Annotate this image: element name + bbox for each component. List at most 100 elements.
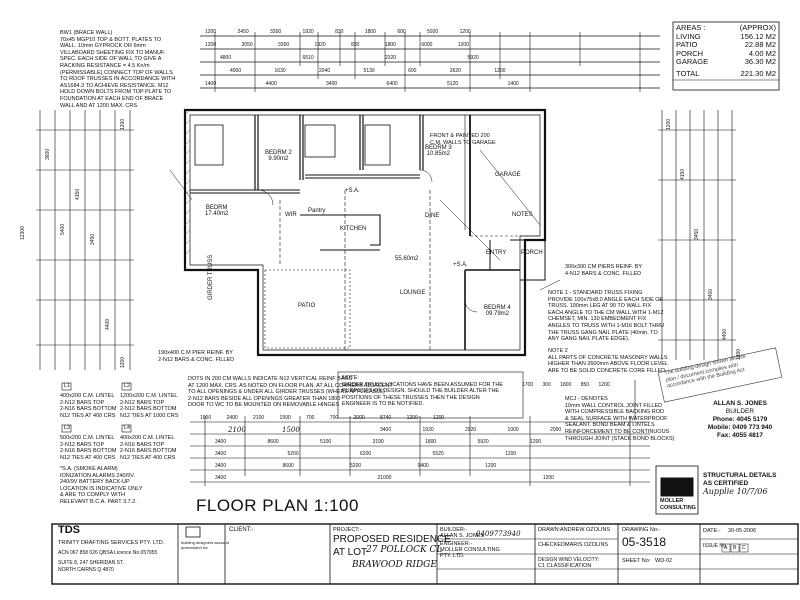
room-wir: WIR — [285, 212, 297, 218]
lintel-spec: 400x200 C.M. LINTEL 2-N16 BARS TOP 2-N16… — [120, 435, 177, 461]
drawing-title: FLOOR PLAN 1:100 — [196, 496, 359, 515]
issue-a: A — [724, 545, 728, 551]
girder-truss-note: NOTE: GIRDER TRUSS LOCATIONS HAVE BEEN A… — [342, 375, 503, 408]
top-dim-row-4: 4000 1630 2040 5130 600 3620 1200 — [230, 68, 506, 74]
handwritten-dim: 2100 — [228, 426, 246, 434]
notes-ref: NOTES — [512, 212, 533, 218]
room-pantry: Pantry — [308, 208, 326, 214]
left-dim-total: 12300 — [20, 226, 26, 240]
lot-handwritten: 27 POLLOCK CL — [366, 545, 443, 555]
top-dim-row-1: 1200 2450 3300 1920 830 1800 600 5920 12… — [205, 29, 471, 35]
smoke-alarm-note: *S.A. (SMOKE ALARM) IONIZATION ALARMS 24… — [60, 466, 143, 505]
room-porch: PORCH — [521, 250, 543, 256]
painted-walls-note: FRONT & PAINTED 200 C.M. WALLS TO GARAGE — [430, 133, 496, 146]
bw1-note: BW1 (BRACE WALL) 70x45 MGP10 TOP & BOTT.… — [60, 30, 176, 109]
sheet-value: WD-02 — [655, 558, 673, 564]
checked-label: CHECKED:- — [538, 542, 569, 548]
room-garage: GARAGE — [495, 172, 521, 178]
bottom-dim-side: 1700 300 1800 850 1200 — [522, 382, 610, 388]
left-dim: 1200 — [120, 118, 126, 130]
drawing-no-label: DRAWING No:- — [622, 527, 661, 533]
builder-label: BUILDER:- — [440, 527, 468, 533]
company-name: TRINITY DRAFTING SERVICES PTY. LTD. — [58, 540, 165, 546]
lintel-id: L2 — [124, 383, 131, 389]
drawing-no: 05-3518 — [622, 535, 667, 549]
room-dine: DINE — [425, 213, 440, 219]
company-abbr: TDS — [58, 524, 80, 536]
left-dim: 4150 — [75, 188, 81, 200]
company-acn: ACN 067 858 026 QBSA Licence No.057955 — [58, 550, 158, 556]
left-dim: 1200 — [120, 356, 126, 368]
note-2: NOTE 2 ALL PARTS OF CONCRETE MASONRY WAL… — [548, 348, 669, 374]
wind-value: C1 CLASSIFICATION — [538, 563, 592, 569]
room-lounge-area: 55.60m2 — [395, 256, 419, 262]
top-dim-row-2: 1200 3050 3300 1920 830 1800 6000 1200 — [205, 42, 469, 48]
dots-note: DOTS IN 200 CM WALLS INDICATE N12 VERTIC… — [188, 376, 393, 409]
right-dim: 1200 — [666, 118, 672, 130]
room-lounge: LOUNGE — [400, 290, 426, 296]
areas-header: AREAS : (APPROX) — [676, 23, 776, 32]
checked-value: MARIS OZOLINS — [565, 542, 609, 548]
lot-label: AT LOT — [333, 547, 368, 558]
left-dim: 3600 — [45, 148, 51, 160]
issue-label: ISSUE No — [703, 543, 726, 549]
project-label: PROJECT:- — [333, 527, 362, 533]
lintel-id: L4 — [124, 425, 131, 431]
engineer-label: ENGINEER:- — [440, 541, 473, 547]
pier-note: 190x400 C.M PIER REINF. BY 2-N12 BARS & … — [158, 350, 235, 363]
pier-note-2: 300x300 CM PIERS REINF. BY 4-N12 BARS & … — [565, 264, 643, 277]
room-patio: PATIO — [298, 303, 316, 309]
engineer-value: MOLLER CONSULTING PTY. LTD. — [440, 547, 500, 559]
top-dim-row-3: 4800 6510 2320 5920 — [220, 55, 479, 61]
left-dim: 4400 — [105, 318, 111, 330]
note-1: NOTE 1 - STANDARD TRUSS FIXING PROVIDE 1… — [548, 290, 665, 343]
company-address-1: SUITE 8, 247 SHERIDAN ST. — [58, 560, 124, 566]
company-address-2: NORTH CAIRNS Q 4870 — [58, 567, 114, 573]
builder-phone-handwritten: 0409773940 — [476, 530, 521, 538]
top-dim-row-5: 1400 4400 3400 6400 5120 1400 — [205, 81, 519, 87]
right-dim: 4400 — [722, 328, 728, 340]
right-dim: 3450 — [694, 228, 700, 240]
bottom-dim-row-3: 3400 8600 5100 3190 1800 5920 1200 — [215, 439, 542, 445]
structural-details-stamp: STRUCTURAL DETAILS AS CERTIFIED Aupplie … — [703, 472, 777, 496]
right-dim: 3400 — [708, 288, 714, 300]
smoke-alarm-marker: +S.A. — [453, 262, 468, 268]
issue-b: B — [733, 545, 737, 551]
wind-label: DESIGN WIND VELOCITY: — [538, 557, 600, 563]
drawn-value: ANDREW OZOLINS — [560, 527, 611, 533]
left-dim: 5400 — [60, 223, 66, 235]
room-entry: ENTRY — [486, 250, 507, 256]
builder-value: ALLAN S. JONES — [440, 533, 485, 539]
builder-contact: ALLAN S. JONES BUILDER Phone: 4045 5179 … — [707, 400, 773, 439]
lintel-id: L1 — [64, 383, 71, 389]
handwritten-dim: 1500 — [282, 426, 300, 434]
lintel-spec: 400x200 C.M. LINTEL 2-N12 BARS TOP 2-N16… — [60, 393, 117, 419]
issue-c: C — [742, 545, 746, 551]
date-value: 30-05-2006 — [728, 528, 757, 534]
drawn-label: DRAWN:- — [538, 527, 562, 533]
moller-logo: MOLLER CONSULTING — [660, 498, 696, 511]
client-label: CLIENT:- — [229, 527, 254, 533]
suburb-handwritten: BRAWOOD RIDGE — [352, 560, 437, 570]
girder-label: GIRDER TRUSS — [208, 254, 214, 300]
bottom-dim-row-6: 3400 21000 1200 — [215, 475, 554, 481]
right-dim: 4150 — [680, 168, 686, 180]
lintel-spec: 1200x200 C.M. LINTEL 2-N12 BARS TOP 2-N1… — [120, 393, 179, 419]
lintel-id: L3 — [64, 425, 71, 431]
bottom-dim-row-5: 3400 8600 5200 9400 1200 — [215, 463, 497, 469]
lintel-spec: 500x200 C.M. LINTEL 2-N12 BARS TOP 2-N16… — [60, 435, 117, 461]
bottom-dim-row-2: 3400 1920 2920 1000 2000 — [380, 427, 562, 433]
mcj-note: MCJ - DENOTES 10mm WALL CONTROL JOINT FI… — [565, 396, 675, 442]
date-label: DATE:- — [703, 528, 721, 534]
